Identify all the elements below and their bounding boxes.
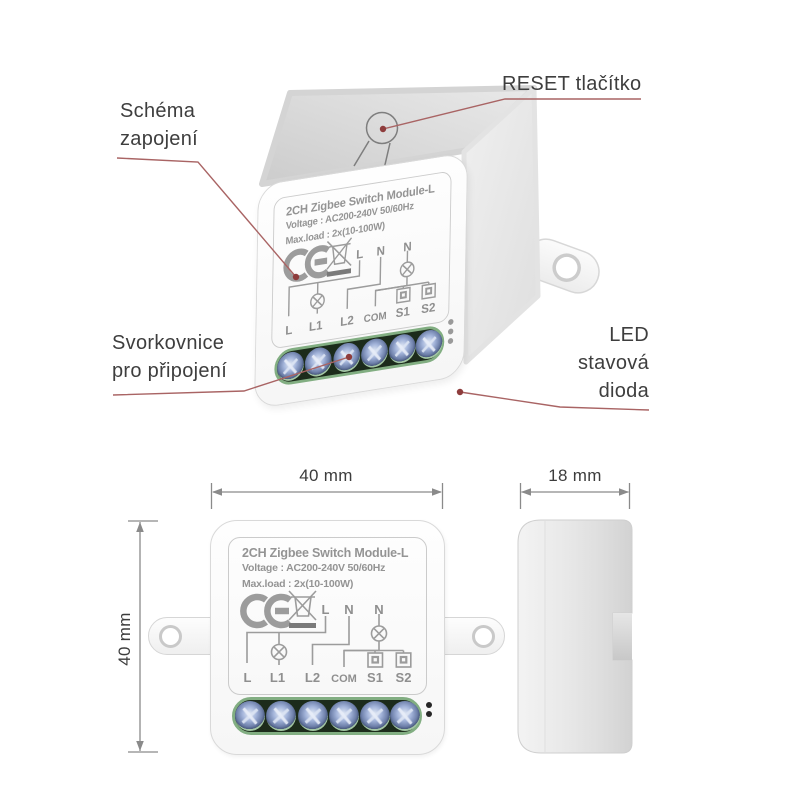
callout-led: LED stavová dioda [548, 321, 649, 405]
terminal-label: S1 [367, 670, 383, 685]
terminal-screw [333, 341, 361, 374]
terminal-screw [388, 332, 416, 366]
weee-icon [288, 590, 317, 628]
module-title: 2CH Zigbee Switch Module-L [242, 546, 409, 560]
terminal-label: L [244, 670, 252, 685]
led-dot [447, 337, 454, 345]
mounting-ear-3d [524, 238, 600, 294]
terminal-screw [298, 701, 328, 731]
terminal-label: S1 [396, 304, 411, 321]
led-dot [448, 318, 454, 326]
mounting-ear-left [148, 617, 212, 655]
dim-height-label: 40 mm [115, 612, 134, 666]
ear-hole [159, 625, 182, 648]
lamp-icon [399, 261, 415, 278]
terminal-label: L2 [340, 313, 354, 330]
switch-icon [421, 282, 436, 300]
terminal-label: N [376, 243, 385, 259]
callout-schema-line1: Schéma [120, 100, 196, 122]
switch-icon [367, 652, 384, 668]
terminal-screw [360, 701, 390, 731]
terminal-label: N [344, 602, 353, 617]
callout-schema: Schéma zapojení [120, 97, 198, 153]
terminal-label: L2 [305, 670, 320, 685]
weee-icon [326, 237, 353, 277]
terminal-screw [415, 328, 443, 361]
terminal-label: L [356, 247, 363, 262]
callout-led-line1: LED [609, 324, 649, 346]
label-plate [228, 537, 427, 695]
callout-terminal-line2: pro připojení [112, 360, 228, 382]
terminal-screw [329, 701, 359, 731]
module-max-load: Max.load : 2x(10-100W) [242, 578, 354, 590]
terminal-label: L1 [270, 670, 285, 685]
terminal-screw [276, 349, 305, 383]
terminal-label: COM [331, 673, 357, 685]
ear-hole [472, 625, 495, 648]
callout-reset: RESET tlačítko [502, 70, 641, 98]
terminal-label: L [285, 322, 292, 337]
side-notch [613, 613, 632, 660]
callout-led-line3: dioda [598, 380, 649, 402]
led-dot [426, 702, 432, 708]
module-body: 2CH Zigbee Switch Module-L Voltage : AC2… [210, 520, 445, 755]
terminal-screw [390, 701, 420, 731]
terminal-label: S2 [396, 670, 412, 685]
switch-icon [396, 286, 411, 304]
switch-icon [395, 652, 412, 668]
ce-mark-icon [240, 593, 293, 629]
module-3d-view: 2CH Zigbee Switch Module-L Voltage : AC2… [254, 151, 469, 410]
dim-depth-label: 18 mm [548, 466, 602, 485]
ce-mark-icon [283, 245, 331, 282]
terminal-screw [235, 701, 265, 731]
module-body-3d: 2CH Zigbee Switch Module-L Voltage : AC2… [254, 151, 469, 410]
callout-led-line2: stavová [577, 352, 649, 374]
terminal-label: N [374, 602, 383, 617]
dim-width-label: 40 mm [299, 466, 353, 485]
led-dot [447, 328, 454, 335]
module-side-view [517, 519, 633, 754]
callout-reset-label: RESET tlačítko [502, 73, 642, 95]
terminal-screw [360, 336, 389, 370]
callout-terminal: Svorkovnice pro připojení [112, 329, 227, 385]
module-voltage: Voltage : AC200-240V 50/60Hz [242, 562, 386, 574]
terminal-screw [266, 701, 296, 731]
callout-schema-line2: zapojení [120, 128, 199, 150]
terminal-screw [304, 345, 332, 379]
terminal-block [232, 697, 422, 735]
terminal-label: S2 [421, 300, 436, 317]
lamp-icon [370, 625, 388, 642]
wiring-schematic: L N N L L1 L2 COM S1 S2 [240, 590, 412, 685]
terminal-label: L [322, 602, 330, 617]
terminal-label: L1 [309, 318, 323, 335]
callout-terminal-line1: Svorkovnice [112, 332, 225, 354]
mounting-ear-right [441, 617, 505, 655]
led-dot [426, 711, 432, 717]
terminal-label: COM [364, 311, 387, 326]
terminal-label: N [403, 239, 412, 255]
dimension-lines [128, 483, 631, 753]
